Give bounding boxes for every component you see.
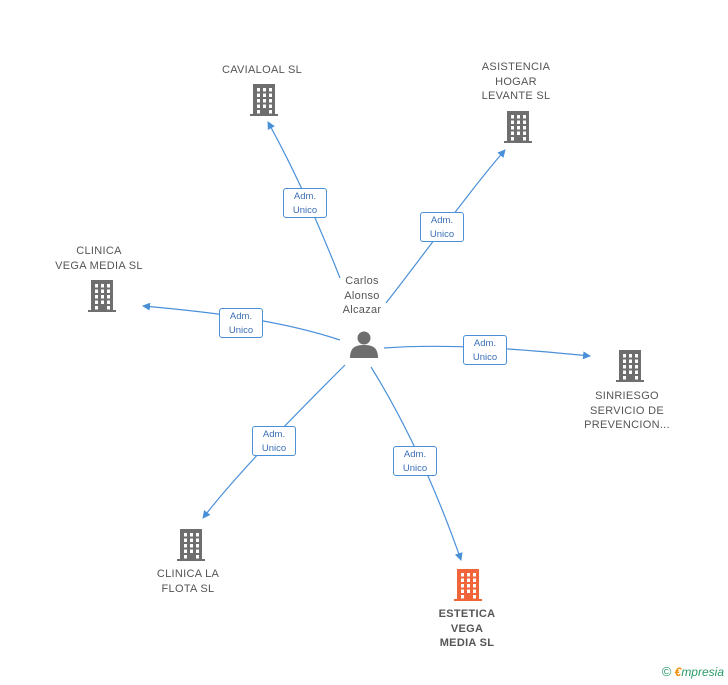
building-icon[interactable] — [250, 84, 278, 116]
role-badge-line: Adm. — [430, 215, 454, 226]
brand-name: mpresia — [681, 665, 724, 679]
company-label-cavialoal[interactable]: CAVIALOAL SL — [221, 64, 303, 76]
person-label[interactable]: Carlos Alonso Alcazar — [342, 275, 382, 316]
role-badge-line: Adm. — [262, 429, 286, 440]
company-label-sinriesgo[interactable]: SINRIESGO SERVICIO DE PREVENCION... — [584, 390, 670, 431]
role-badge-line: Adm. — [403, 449, 427, 460]
role-badge-clinica-flota[interactable]: Adm. Unico — [252, 426, 296, 456]
building-icon[interactable] — [616, 350, 644, 382]
company-label-clinica-vega[interactable]: CLINICA VEGA MEDIA SL — [55, 245, 143, 272]
role-badge-line: Adm. — [293, 191, 317, 202]
role-badge-line: Unico — [261, 443, 287, 454]
role-badge-sinriesgo[interactable]: Adm. Unico — [463, 335, 507, 365]
brand-footer: © €mpresia — [662, 664, 724, 679]
company-label-clinica-flota[interactable]: CLINICA LA FLOTA SL — [156, 568, 220, 595]
role-badge-estetica[interactable]: Adm. Unico — [393, 446, 437, 476]
brand-initial: € — [674, 665, 682, 679]
company-label-estetica[interactable]: ESTETICA VEGA MEDIA SL — [438, 608, 496, 649]
role-badge-line: Unico — [228, 325, 254, 336]
company-label-asistencia[interactable]: ASISTENCIA HOGAR LEVANTE SL — [481, 61, 551, 102]
person-icon[interactable] — [350, 331, 378, 359]
role-badge-line: Unico — [472, 352, 498, 363]
role-badge-asistencia[interactable]: Adm. Unico — [420, 212, 464, 242]
role-badge-line: Unico — [402, 463, 428, 474]
building-icon[interactable] — [88, 280, 116, 312]
role-badge-line: Adm. — [473, 338, 497, 349]
copyright-symbol: © — [661, 664, 672, 679]
role-badge-line: Unico — [429, 229, 455, 240]
role-badge-line: Unico — [292, 205, 318, 216]
role-badge-cavialoal[interactable]: Adm. Unico — [283, 188, 327, 218]
building-icon[interactable] — [454, 569, 482, 601]
role-badge-line: Adm. — [229, 311, 253, 322]
building-icon[interactable] — [177, 529, 205, 561]
role-badge-clinica-vega[interactable]: Adm. Unico — [219, 308, 263, 338]
building-icon[interactable] — [504, 111, 532, 143]
